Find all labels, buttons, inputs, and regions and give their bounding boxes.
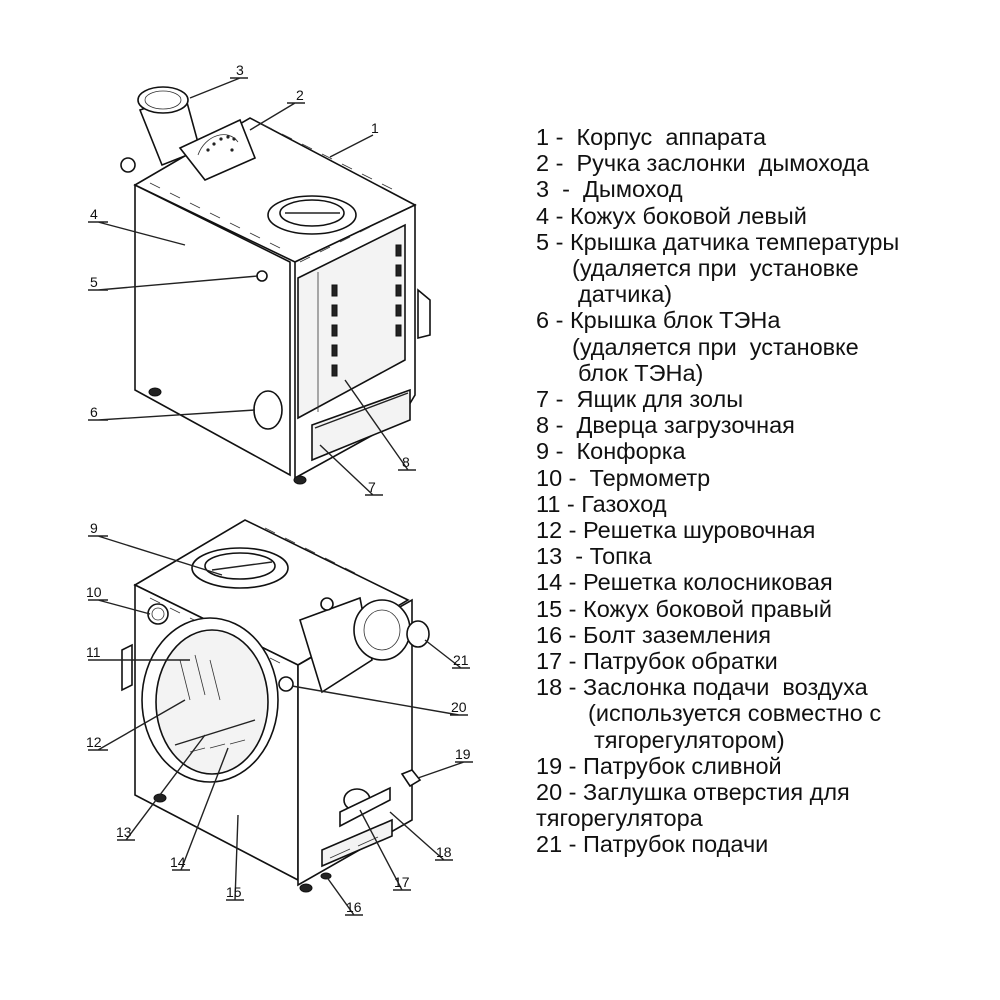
drain-nozzle bbox=[400, 769, 422, 788]
legend-item-5-sub-2: датчика) bbox=[578, 281, 673, 308]
callout-labels: 1 2 3 4 5 6 7 8 9 10 11 12 13 14 15 16 1… bbox=[86, 62, 471, 915]
top-slots bbox=[149, 123, 393, 263]
draft-plug bbox=[278, 676, 294, 692]
legend-item-6-sub-1: (удаляется при установке bbox=[572, 333, 859, 360]
supply-nozzle bbox=[406, 620, 430, 648]
foot-front bbox=[293, 475, 307, 485]
callout-19: 19 bbox=[455, 746, 471, 762]
legend-item-3: 3 - Дымоход bbox=[536, 176, 683, 203]
callout-18: 18 bbox=[436, 844, 452, 860]
top-leaders bbox=[88, 77, 416, 496]
sensor-cap bbox=[256, 270, 268, 282]
legend-item-19: 19 - Патрубок сливной bbox=[536, 752, 782, 779]
heater-cover bbox=[253, 390, 283, 430]
legend-item-2: 2 - Ручка заслонки дымохода bbox=[536, 150, 870, 177]
callout-17: 17 bbox=[394, 874, 410, 890]
legend-item-5-sub-1: (удаляется при установке bbox=[572, 255, 859, 282]
legend-item-16: 16 - Болт заземления bbox=[536, 621, 771, 648]
legend-item-1: 1 - Корпус аппарата bbox=[536, 124, 767, 150]
legend-item-5: 5 - Крышка датчика температуры bbox=[536, 228, 900, 255]
left-casing-face bbox=[134, 183, 291, 477]
legend-item-20-sub: тягорегулятора bbox=[536, 805, 703, 832]
callout-4: 4 bbox=[90, 206, 98, 222]
firebox bbox=[141, 617, 279, 783]
legend-item-15: 15 - Кожух боковой правый bbox=[536, 595, 832, 622]
flue-pipe bbox=[299, 596, 411, 694]
callout-12: 12 bbox=[86, 734, 102, 750]
callout-5: 5 bbox=[90, 274, 98, 290]
callout-10: 10 bbox=[86, 584, 102, 600]
drawing-canvas: 1 2 3 4 5 6 7 8 9 10 11 12 13 14 15 16 1… bbox=[86, 62, 473, 916]
legend-item-7: 7 - Ящик для золы bbox=[536, 386, 744, 413]
legend-item-10: 10 - Термометр bbox=[536, 464, 711, 491]
callout-15: 15 bbox=[226, 884, 242, 900]
callout-7: 7 bbox=[368, 479, 376, 495]
callout-1: 1 bbox=[371, 120, 379, 136]
foot-left bbox=[148, 387, 162, 397]
parts-legend: 1 - Корпус аппарата 2 - Ручка заслонки д… bbox=[536, 124, 996, 858]
callout-21: 21 bbox=[453, 652, 469, 668]
callout-11: 11 bbox=[86, 644, 101, 660]
legend-item-8: 8 - Дверца загрузочная bbox=[536, 412, 795, 439]
thermometer bbox=[147, 603, 169, 625]
legend-item-17: 17 - Патрубок обратки bbox=[536, 648, 778, 675]
legend-item-6: 6 - Крышка блок ТЭНа bbox=[536, 307, 781, 334]
callout-13: 13 bbox=[116, 824, 132, 840]
ash-box bbox=[311, 388, 411, 462]
top-boiler-view bbox=[88, 77, 431, 496]
legend-item-18: 18 - Заслонка подачи воздуха bbox=[536, 674, 868, 701]
side-handle-2 bbox=[121, 643, 133, 692]
slots-3 bbox=[264, 527, 356, 574]
callout-20: 20 bbox=[451, 699, 467, 715]
callout-14: 14 bbox=[170, 854, 186, 870]
callout-9: 9 bbox=[90, 520, 98, 536]
loading-door bbox=[297, 223, 406, 420]
side-knob bbox=[120, 157, 136, 173]
hob-lid-bar-2 bbox=[211, 561, 273, 571]
legend-item-6-sub-2: блок ТЭНа) bbox=[578, 359, 704, 386]
door-handle bbox=[417, 288, 431, 340]
legend-item-13: 13 - Топка bbox=[536, 543, 652, 570]
legend-item-4: 4 - Кожух боковой левый bbox=[536, 202, 807, 229]
legend-item-21: 21 - Патрубок подачи bbox=[536, 831, 769, 858]
damper-handle bbox=[178, 118, 257, 181]
legend-item-11: 11 - Газоход bbox=[536, 490, 667, 517]
legend-item-9: 9 - Конфорка bbox=[536, 438, 686, 465]
return-nozzle bbox=[339, 786, 391, 828]
legend-item-18-sub-1: (используется совместно с bbox=[588, 700, 882, 727]
callout-3: 3 bbox=[236, 62, 244, 78]
legend-item-18-sub-2: тягорегулятором) bbox=[594, 726, 785, 753]
legend-item-12: 12 - Решетка шуровочная bbox=[536, 517, 816, 544]
callout-2: 2 bbox=[296, 87, 304, 103]
boiler-drawing: 1 2 3 4 5 6 7 8 9 10 11 12 13 14 15 16 1… bbox=[86, 62, 473, 916]
callout-8: 8 bbox=[402, 454, 410, 470]
bottom-leaders bbox=[88, 535, 473, 916]
callout-6: 6 bbox=[90, 404, 98, 420]
legend-item-14: 14 - Решетка колосниковая bbox=[536, 569, 833, 596]
legend-item-20: 20 - Заглушка отверстия для bbox=[536, 779, 850, 806]
bottom-boiler-view bbox=[88, 519, 473, 916]
callout-16: 16 bbox=[346, 899, 362, 915]
